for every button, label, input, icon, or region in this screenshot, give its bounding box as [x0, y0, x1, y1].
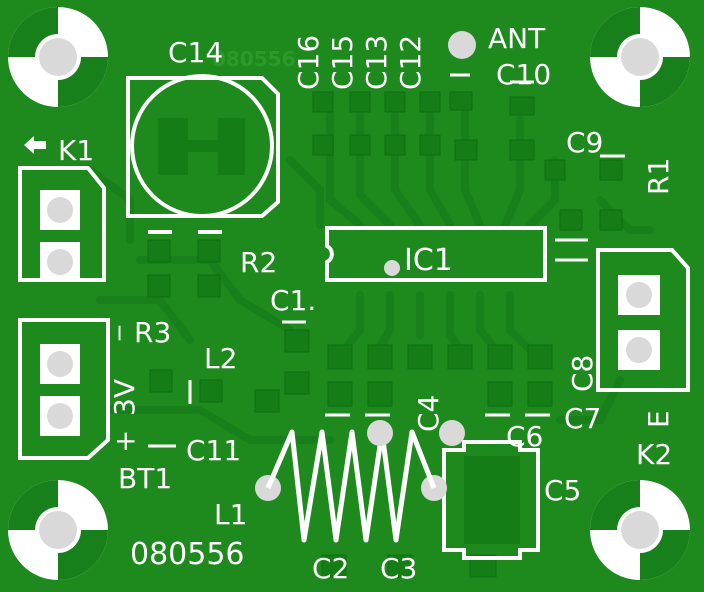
- label-ic1: IC1: [404, 243, 453, 278]
- label-c11: C11: [186, 434, 241, 467]
- label-minus: _: [88, 325, 121, 341]
- mounting-hole-bottom-left: [8, 480, 108, 580]
- k2-connector-outline: [596, 248, 690, 392]
- label-ant: ANT: [488, 22, 546, 55]
- label-k1: K1: [58, 134, 94, 167]
- label-c13: C13: [360, 35, 393, 90]
- c5-trimmer-outline: [442, 440, 540, 560]
- l1-coil: [255, 429, 447, 543]
- k1-connector-outline: [18, 136, 106, 282]
- label-c8: C8: [566, 355, 599, 392]
- c4-pad-left: [367, 420, 393, 446]
- label-r1: R1: [642, 158, 675, 195]
- label-e: E: [642, 410, 675, 428]
- label-c15: C15: [326, 35, 359, 90]
- mounting-hole-top-right: [590, 7, 690, 107]
- label-c14: C14: [168, 36, 223, 69]
- smd-pads: [147, 91, 623, 578]
- label-c2: C2: [312, 552, 349, 585]
- label-k2: K2: [636, 438, 672, 471]
- label-c6: C6: [506, 420, 543, 453]
- bt1-connector-outline: [18, 318, 110, 460]
- label-r2: R2: [240, 246, 277, 279]
- label-c1: C1.: [270, 284, 316, 317]
- label-c3: C3: [380, 552, 417, 585]
- label-l2: L2: [204, 342, 237, 375]
- c14-capacitor-outline: [126, 74, 280, 234]
- label-c10: C10: [496, 58, 551, 91]
- label-bt1: BT1: [118, 462, 172, 495]
- mounting-hole-top-left: [8, 7, 108, 107]
- label-board-id: 080556: [130, 537, 245, 572]
- ant-pad: [448, 31, 476, 59]
- label-3v: 3V: [108, 379, 141, 416]
- label-plus: +: [114, 424, 137, 457]
- label-c5: C5: [544, 474, 581, 507]
- label-l1: L1: [214, 498, 247, 531]
- label-c4: C4: [412, 395, 445, 432]
- label-c9: C9: [566, 126, 603, 159]
- label-c16: C16: [292, 35, 325, 90]
- label-c7: C7: [564, 402, 601, 435]
- label-c12: C12: [394, 35, 427, 90]
- mounting-hole-bottom-right: [590, 480, 690, 580]
- c4-pad-right: [439, 420, 465, 446]
- ic1-outline: [325, 226, 547, 282]
- silkscreen-labels: C16 C15 C13 C12 ANT C10 C14 K1 C9 R1 R2 …: [58, 22, 675, 585]
- silkscreen-marks: [148, 73, 625, 448]
- c14-ghost-board-id: 080556: [212, 47, 296, 71]
- label-r3: R3: [134, 316, 171, 349]
